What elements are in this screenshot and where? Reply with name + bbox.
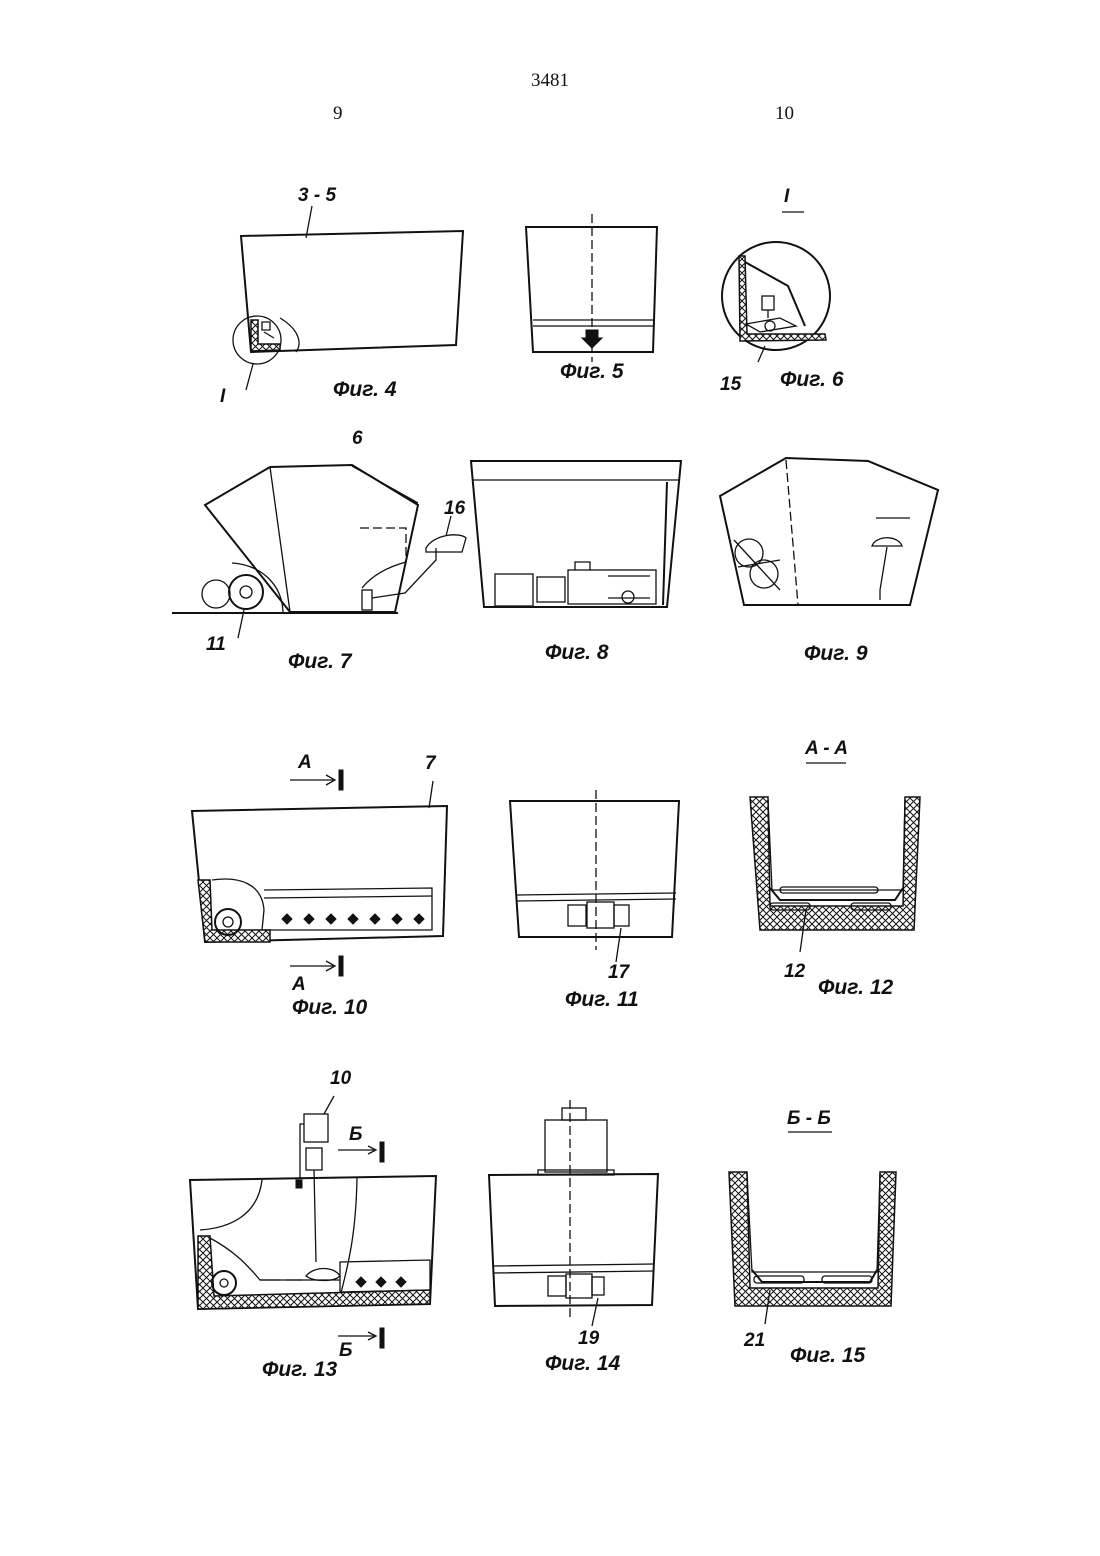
fig13-label-section-top: Б	[349, 1124, 362, 1145]
fig13-label-section-bottom: Б	[339, 1340, 352, 1361]
fig10-label-section-bottom: A	[291, 974, 306, 995]
fig14-label-19: 19	[578, 1328, 600, 1349]
fig13-label-10: 10	[330, 1068, 352, 1089]
fig14-caption: Фиг. 14	[545, 1352, 621, 1375]
figure-7: 6 16 11 Фиг. 7	[172, 428, 466, 673]
figure-10: A 7 A Фиг. 10	[192, 752, 447, 1019]
figure-15: Б - Б 21 Фиг. 15	[729, 1108, 896, 1367]
fig11-label-17: 17	[608, 962, 631, 983]
fig12-label-12: 12	[784, 961, 806, 982]
fig4-label-detail: I	[220, 386, 226, 407]
fig6-caption: Фиг. 6	[780, 368, 844, 391]
fig7-label-6: 6	[352, 428, 363, 449]
fig12-label-section: A - A	[804, 738, 848, 759]
fig7-caption: Фиг. 7	[288, 650, 353, 673]
fig15-caption: Фиг. 15	[790, 1344, 866, 1367]
figure-4: 3 - 5 I Фиг. 4	[220, 185, 463, 407]
figure-13: 10 Б Б Фиг. 13	[190, 1068, 436, 1381]
figure-12: A - A 12 Фиг. 12	[750, 738, 920, 999]
figure-11: 17 Фиг. 11	[510, 790, 679, 1011]
figure-14: 19 Фиг. 14	[489, 1100, 658, 1375]
figure-8: Фиг. 8	[471, 461, 681, 664]
fig12-caption: Фиг. 12	[818, 976, 894, 999]
fig8-caption: Фиг. 8	[545, 641, 609, 664]
fig10-caption: Фиг. 10	[292, 996, 368, 1019]
fig4-caption: Фиг. 4	[333, 378, 397, 401]
fig15-label-21: 21	[743, 1330, 765, 1351]
fig7-label-16: 16	[444, 498, 466, 519]
fig9-caption: Фиг. 9	[804, 642, 868, 665]
fig6-label-detail: I	[784, 186, 790, 207]
fig10-label-section-top: A	[297, 752, 312, 773]
fig7-label-11: 11	[206, 634, 226, 655]
fig4-label-ref: 3 - 5	[298, 185, 336, 206]
fig11-caption: Фиг. 11	[565, 988, 639, 1011]
figure-6: I 15 Фиг. 6	[720, 186, 844, 395]
figure-9: Фиг. 9	[720, 458, 938, 665]
fig5-caption: Фиг. 5	[560, 360, 624, 383]
figure-5: Фиг. 5	[526, 214, 657, 383]
fig13-caption: Фиг. 13	[262, 1358, 338, 1381]
fig10-label-7: 7	[425, 753, 437, 774]
fig6-label-15: 15	[720, 374, 742, 395]
fig15-label-section: Б - Б	[787, 1108, 831, 1129]
